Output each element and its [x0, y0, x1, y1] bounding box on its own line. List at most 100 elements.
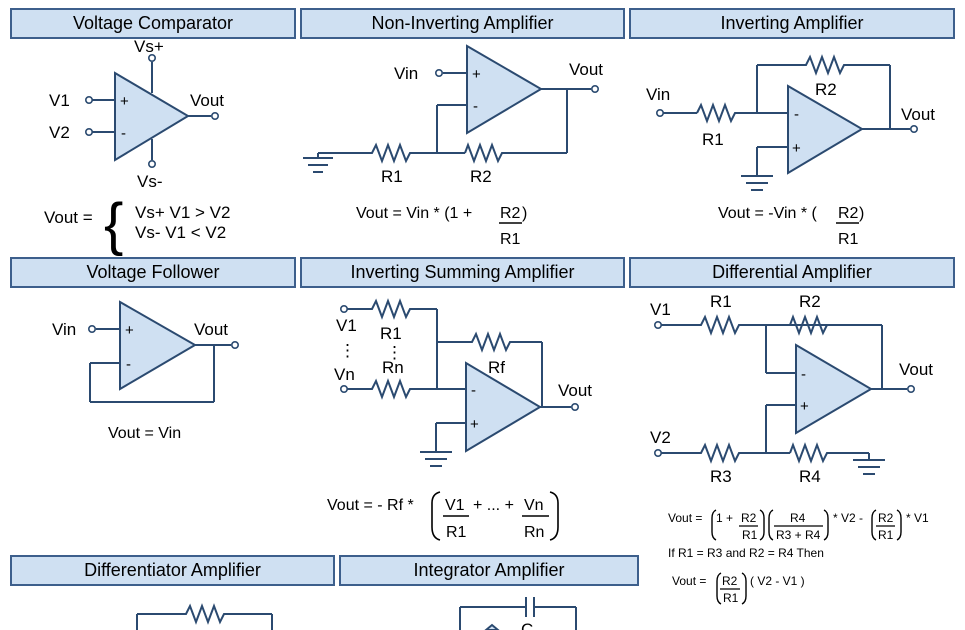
follower-circuit: + - Vin Vout Vout = Vin: [52, 300, 240, 442]
noninverting-minus: -: [473, 98, 478, 115]
differential-minus: -: [801, 366, 806, 383]
inverting-eq-main: Vout = -Vin * (: [718, 205, 818, 222]
inverting-r2-label: R2: [815, 80, 837, 99]
differential-eq1-d3: R1: [878, 528, 894, 542]
noninverting-plus: +: [472, 66, 481, 83]
differential-eq1-a: 1 +: [716, 511, 733, 525]
inverting-opamp: [787, 84, 864, 175]
comparator-vs-minus-label: Vs-: [137, 172, 163, 191]
noninverting-r1-label: R1: [381, 167, 403, 186]
panel-title-integrator: Integrator Amplifier: [339, 555, 639, 586]
panel-title-summing: Inverting Summing Amplifier: [300, 257, 625, 288]
comparator-eq-lhs: Vout =: [44, 208, 93, 227]
comparator-vs-plus-label: Vs+: [134, 37, 164, 56]
summing-eq-d2: Rn: [524, 524, 544, 541]
comparator-case1: Vs+ V1 > V2: [135, 203, 230, 222]
noninverting-opamp: [466, 44, 543, 135]
differential-eq1-n3: R2: [878, 511, 894, 525]
differential-r3-label: R3: [710, 467, 732, 486]
noninverting-eq-main: Vout = Vin * (1 +: [356, 205, 472, 222]
summing-vn-label: Vn: [334, 365, 355, 384]
inverting-eq-den: R1: [838, 231, 859, 248]
noninverting-vout-label: Vout: [569, 60, 603, 79]
differential-eq1-n2: R4: [790, 511, 806, 525]
summing-plus: +: [470, 416, 479, 433]
inverting-vout-label: Vout: [901, 105, 935, 124]
differential-r2-label: R2: [799, 292, 821, 311]
summing-eq-lhs: Vout = - Rf *: [327, 497, 414, 514]
differential-eq2-end: ( V2 - V1 ): [750, 574, 805, 588]
comparator-case2: Vs- V1 < V2: [135, 223, 226, 242]
differentiator-circuit: [136, 603, 273, 630]
summing-eq-d1: R1: [446, 524, 467, 541]
differential-eq1-mid: * V2 -: [833, 511, 863, 525]
panel-title-differential: Differential Amplifier: [629, 257, 955, 288]
differential-eq1-d1: R1: [742, 528, 758, 542]
noninverting-vin-label: Vin: [394, 64, 418, 83]
differential-v2-label: V2: [650, 428, 671, 447]
comparator-v2-label: V2: [49, 123, 70, 142]
inverting-circuit: - + Vin Vout R1 R2 Vout = -Vin * ( R2 ) …: [646, 54, 935, 248]
differential-eq1-lhs: Vout =: [668, 511, 702, 525]
panel-title-differentiator: Differentiator Amplifier: [10, 555, 335, 586]
noninverting-eq-num: R2: [500, 205, 521, 222]
follower-vin-label: Vin: [52, 320, 76, 339]
follower-plus: +: [125, 322, 134, 339]
follower-opamp: [119, 300, 197, 391]
differential-eq2-n: R2: [722, 574, 738, 588]
summing-rn-label: Rn: [382, 358, 404, 377]
differential-r4-label: R4: [799, 467, 821, 486]
summing-rf-label: Rf: [488, 358, 505, 377]
differential-eq1-end: * V1: [906, 511, 929, 525]
comparator-plus: +: [120, 93, 129, 110]
inverting-plus: +: [792, 140, 801, 157]
panel-title-comparator: Voltage Comparator: [10, 8, 296, 39]
summing-eq-n2: Vn: [524, 497, 544, 514]
follower-vout-label: Vout: [194, 320, 228, 339]
summing-circuit: - + V1 ⋮ Vn R1 ⋮ Rn Rf Vout Vout = - Rf …: [327, 298, 592, 541]
comparator-opamp: [114, 71, 190, 162]
noninverting-circuit: + - Vin Vout R1 R2 Vout = Vin * (1 + R2 …: [303, 44, 603, 248]
summing-r1-label: R1: [380, 324, 402, 343]
differential-eq1-d2: R3 + R4: [776, 528, 821, 542]
differential-vout-label: Vout: [899, 360, 933, 379]
summing-opamp: [465, 361, 542, 453]
inverting-minus: -: [794, 106, 799, 123]
differential-r1-label: R1: [710, 292, 732, 311]
comparator-v1-label: V1: [49, 91, 70, 110]
comparator-circuit: + - Vs+ Vs- V1 V2 Vout Vout = { Vs+ V1 >…: [44, 37, 230, 257]
summing-vout-label: Vout: [558, 381, 592, 400]
panel-title-inverting: Inverting Amplifier: [629, 8, 955, 39]
panel-title-follower: Voltage Follower: [10, 257, 296, 288]
summing-eq-n1: V1: [445, 497, 465, 514]
summing-v1-label: V1: [336, 316, 357, 335]
noninverting-eq-den: R1: [500, 231, 521, 248]
noninverting-eq-close: ): [522, 205, 527, 222]
differential-eq2-lhs: Vout =: [672, 574, 706, 588]
noninverting-r2-label: R2: [470, 167, 492, 186]
differential-plus: +: [800, 398, 809, 415]
comparator-minus: -: [121, 125, 126, 142]
differential-eq1-n1: R2: [741, 511, 757, 525]
differential-circuit: - + V1 V2 R1 R2 R3 R4 Vout Vout = 1 + R2…: [650, 292, 933, 605]
summing-minus: -: [471, 382, 476, 399]
inverting-r1-label: R1: [702, 130, 724, 149]
comparator-vout-label: Vout: [190, 91, 224, 110]
summing-eq-mid: + ... +: [473, 497, 514, 514]
comparator-brace: {: [104, 192, 123, 257]
summing-dots-left: ⋮: [339, 341, 356, 360]
follower-eq: Vout = Vin: [108, 425, 181, 442]
differential-opamp: [795, 343, 873, 435]
follower-minus: -: [126, 356, 131, 373]
integrator-circuit: C: [459, 597, 577, 630]
inverting-vin-label: Vin: [646, 85, 670, 104]
panel-title-noninverting: Non-Inverting Amplifier: [300, 8, 625, 39]
differential-condition: If R1 = R3 and R2 = R4 Then: [668, 546, 824, 560]
inverting-eq-close: ): [859, 205, 864, 222]
summing-dots-mid: ⋮: [386, 343, 403, 362]
differential-v1-label: V1: [650, 300, 671, 319]
integrator-c-label: C: [521, 620, 533, 630]
inverting-eq-num: R2: [838, 205, 859, 222]
differential-eq2-d: R1: [723, 591, 739, 605]
